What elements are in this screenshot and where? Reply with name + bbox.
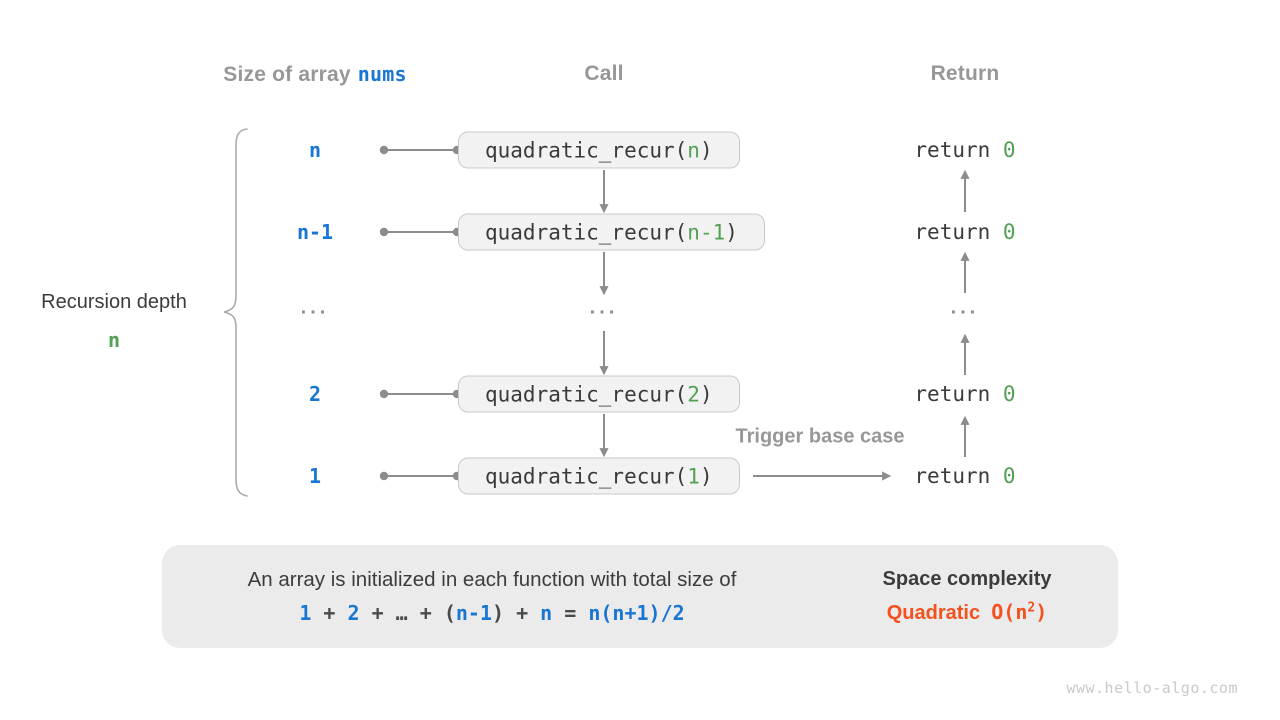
call-box: quadratic_recur(1): [458, 457, 740, 495]
size-connector: [379, 145, 462, 481]
return-keyword: return: [914, 138, 1003, 162]
call-param: 2: [687, 382, 700, 406]
call-code-close: ): [699, 382, 713, 406]
size-label: 1: [308, 464, 322, 488]
call-code-close: ): [725, 220, 738, 244]
call-column-header: Call: [584, 62, 624, 85]
size-label: 2: [308, 382, 322, 406]
return-keyword: return: [914, 464, 1003, 488]
return-value: 0: [1002, 382, 1016, 406]
size-label: n: [308, 138, 322, 162]
return-statement: return 0: [895, 138, 1035, 162]
call-box: quadratic_recur(2): [458, 375, 740, 413]
return-keyword: return: [914, 220, 1003, 244]
summary-text: An array is initialized in each function…: [247, 568, 737, 591]
size-header-label: Size of array: [223, 63, 351, 86]
summary-result: Space complexity Quadratic O(n2): [852, 545, 1082, 648]
call-code: quadratic_recur(: [485, 138, 688, 162]
big-o-notation: O(n2): [991, 600, 1048, 624]
return-keyword: return: [914, 382, 1003, 406]
size-label: n-1: [296, 220, 334, 244]
return-statement: return 0: [895, 382, 1035, 406]
call-code-close: ): [699, 464, 713, 488]
call-code-close: ): [699, 138, 713, 162]
call-ellipsis: ...: [589, 296, 619, 319]
trigger-base-case-label: Trigger base case: [735, 425, 905, 448]
return-value: 0: [1002, 464, 1016, 488]
call-code: quadratic_recur(: [485, 464, 688, 488]
recursion-depth-brace: [223, 128, 248, 497]
return-value: 0: [1002, 220, 1016, 244]
return-ellipsis: ...: [950, 296, 980, 319]
return-value: 0: [1002, 138, 1016, 162]
summary-formula: 1 + 2 + … + (n-1) + n = n(n+1)/2: [299, 601, 685, 625]
return-statement: return 0: [895, 464, 1035, 488]
nums-code-token: nums: [357, 62, 407, 86]
call-code: quadratic_recur(: [485, 382, 688, 406]
call-box: quadratic_recur(n-1): [458, 213, 765, 251]
watermark: www.hello-algo.com: [1066, 679, 1238, 697]
return-statement: return 0: [895, 220, 1035, 244]
return-column-header: Return: [930, 62, 1000, 85]
summary-box: An array is initialized in each function…: [162, 545, 1118, 648]
recursion-depth-text: Recursion depth: [41, 291, 187, 313]
recursion-depth-n: n: [107, 328, 121, 352]
size-column-header: Size of array nums: [165, 62, 465, 87]
summary-description: An array is initialized in each function…: [182, 545, 802, 648]
space-complexity-value: Quadratic O(n2): [887, 600, 1047, 625]
call-box: quadratic_recur(n): [458, 131, 740, 169]
size-ellipsis: ...: [300, 296, 330, 319]
call-param: 1: [687, 464, 700, 488]
space-complexity-title: Space complexity: [882, 568, 1052, 590]
recursion-depth-label: Recursion depth n: [8, 283, 220, 359]
complexity-word: Quadratic: [886, 602, 981, 624]
call-param: n-1: [687, 220, 726, 244]
call-param: n: [687, 138, 700, 162]
call-code: quadratic_recur(: [485, 220, 688, 244]
